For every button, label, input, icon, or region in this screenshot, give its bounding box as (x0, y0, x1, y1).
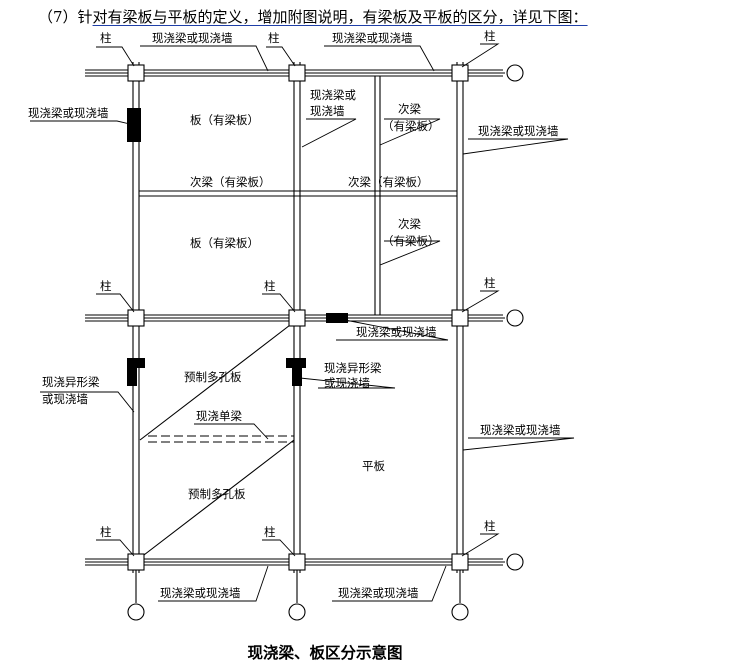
label-right-wall-lower: 现浇梁或现浇墙 (480, 423, 561, 437)
label-secondary-beam-left: 次梁（有梁板） (190, 175, 271, 189)
column-top-left (127, 64, 145, 82)
label-top-beam-left: 现浇梁或现浇墙 (152, 31, 233, 45)
label-special-beam-left-1: 现浇异形梁 (42, 375, 100, 389)
label-bottom-beam-left: 现浇梁或现浇墙 (160, 586, 241, 600)
label-single-beam: 现浇单梁 (196, 409, 242, 423)
label-center-wall-1: 现浇梁或 (310, 88, 356, 102)
label-slab-upper: 板（有梁板） (190, 113, 259, 127)
column-mid-left (127, 309, 145, 327)
intro-underlined: 对有梁板与平板的定义，增加附图说明，有梁板及平板的区分，详见下图： (92, 8, 588, 26)
label-column: 柱 (484, 276, 496, 290)
label-column: 柱 (484, 519, 496, 533)
column-bottom-right (451, 553, 469, 571)
label-flat-slab: 平板 (362, 459, 385, 473)
label-secondary-beam-lower-2: （有梁板） (382, 234, 440, 248)
axis-bubble (451, 603, 469, 621)
label-column: 柱 (484, 29, 496, 43)
label-column: 柱 (100, 525, 112, 539)
label-secondary-beam-right: 次梁（有梁板） (348, 175, 429, 189)
figure-caption: 现浇梁、板区分示意图 (247, 644, 403, 662)
label-special-beam-center-1: 现浇异形梁 (324, 361, 382, 375)
axis-bubble (506, 64, 524, 82)
special-beam-center-flange (286, 358, 306, 368)
label-middle-beam: 现浇梁或现浇墙 (356, 325, 437, 339)
column-mid-right (451, 309, 469, 327)
label-slab-lower: 板（有梁板） (190, 236, 259, 250)
wall-segment-left-upper (127, 108, 141, 142)
label-column: 柱 (100, 31, 112, 45)
label-precast-lower: 预制多孔板 (188, 487, 246, 501)
label-secondary-beam-lower-1: 次梁 (398, 217, 421, 231)
special-beam-left-flange (127, 358, 145, 368)
special-beam-left (127, 358, 137, 386)
intro-prefix: （7）针 (38, 8, 93, 26)
column-bottom-left (127, 553, 145, 571)
single-beam-dashed (148, 435, 294, 443)
label-precast-upper: 预制多孔板 (184, 370, 242, 384)
label-column: 柱 (264, 279, 276, 293)
column-top-right (451, 64, 469, 82)
column-bottom-center (288, 553, 306, 571)
label-column: 柱 (268, 31, 280, 45)
secondary-beam-horizontal (139, 190, 457, 197)
label-top-beam-right: 现浇梁或现浇墙 (332, 31, 413, 45)
label-column: 柱 (100, 279, 112, 293)
label-left-wall: 现浇梁或现浇墙 (28, 106, 109, 120)
wall-segment-middle-beam (326, 313, 348, 323)
label-column: 柱 (264, 525, 276, 539)
axis-bubble (506, 309, 524, 327)
label-center-wall-2: 现浇墙 (310, 104, 345, 118)
secondary-beam-vertical (374, 76, 381, 315)
precast-diagonal-2 (139, 439, 295, 559)
axis-bubble (288, 603, 306, 621)
column-mid-center (288, 309, 306, 327)
column-top-center (288, 64, 306, 82)
label-secondary-beam-upper-2: （有梁板） (382, 119, 440, 133)
axis-bubble (127, 603, 145, 621)
precast-diagonal-1 (139, 321, 295, 441)
special-beam-center (292, 358, 302, 386)
label-right-wall-upper: 现浇梁或现浇墙 (478, 124, 559, 138)
label-special-beam-center-2: 或现浇墙 (324, 376, 370, 390)
axis-lines (85, 72, 505, 603)
label-secondary-beam-upper-1: 次梁 (398, 102, 421, 116)
label-special-beam-left-2: 或现浇墙 (42, 392, 88, 406)
intro-text: （7）针对有梁板与平板的定义，增加附图说明，有梁板及平板的区分，详见下图： (38, 6, 588, 27)
axis-bubble (506, 553, 524, 571)
label-bottom-beam-right: 现浇梁或现浇墙 (338, 586, 419, 600)
